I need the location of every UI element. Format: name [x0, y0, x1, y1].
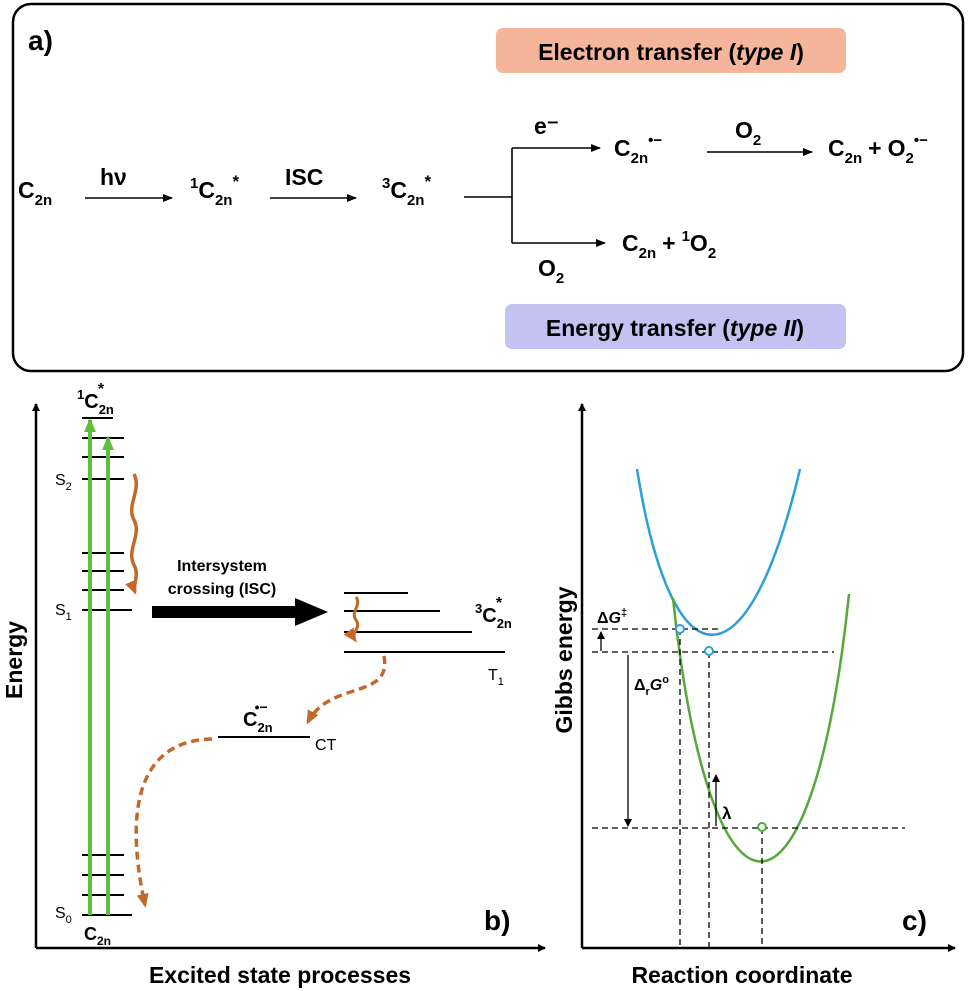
b-ground-label: C2n	[84, 924, 111, 948]
triplet-to-ct-arrow	[306, 655, 387, 725]
type1-badge	[496, 28, 846, 73]
type1-label: Electron transfer (type I)	[538, 39, 804, 65]
panel-c-label: c)	[902, 905, 927, 936]
isc-text-line2: crossing (ISC)	[168, 581, 276, 598]
isc-text-line1: Intersystem	[177, 558, 267, 575]
s1-label: S1	[55, 602, 72, 623]
ct-to-ground-arrow	[134, 737, 213, 908]
c-x-axis-label: Reaction coordinate	[631, 962, 852, 988]
product-curve	[671, 593, 851, 863]
energy-guides	[592, 628, 905, 948]
product-minimum	[757, 822, 767, 832]
b-singlet-label: 1C2n*	[77, 381, 114, 417]
activation-label: ΔG‡	[597, 607, 627, 627]
t1-label: T1	[488, 667, 504, 688]
panel-a: a) Electron transfer (type I) Energy tra…	[11, 2, 965, 373]
isc-label: ISC	[285, 164, 323, 190]
reactant-minimum	[704, 646, 714, 656]
s2-label: S2	[55, 472, 72, 493]
triplet-relaxation-wave	[343, 596, 360, 643]
lambda-label: λ	[722, 804, 732, 823]
isc-big-arrow	[152, 598, 328, 626]
hv-label: hν	[100, 164, 127, 190]
triplet-levels	[344, 592, 505, 653]
crossing-point	[675, 624, 685, 634]
electron-label: e⁻	[534, 113, 559, 139]
panel-c: Gibbs energy Reaction coordinate c) ΔG‡ …	[551, 403, 956, 988]
type2-badge	[505, 304, 846, 349]
panel-b-label: b)	[484, 905, 510, 936]
o2-branch-label: O2	[538, 255, 564, 287]
radical-anion-species: C2n•−	[614, 132, 662, 167]
singlet-excited-species: 1C2n*	[190, 172, 239, 209]
o2-arrow-label: O2	[735, 117, 761, 149]
c-y-axis-label: Gibbs energy	[551, 586, 577, 733]
c2n-ground-species: C2n	[18, 177, 52, 209]
singlet-relaxation-wave	[125, 473, 139, 595]
panel-b: Energy Excited state processes b) 1C2n* …	[1, 381, 546, 988]
b-radical-anion-label: C2n•−	[243, 699, 273, 735]
singlet-oxygen-product: C2n+1O2	[622, 228, 716, 262]
reaction-energy-label: ΔrGo	[634, 674, 669, 698]
triplet-excited-species: 3C2n*	[382, 172, 431, 209]
b-x-axis-label: Excited state processes	[149, 962, 411, 988]
ct-label: CT	[315, 737, 337, 754]
superoxide-product: C2n+O2•−	[828, 132, 928, 167]
panel-a-label: a)	[28, 25, 53, 56]
b-triplet-label: 3C2n*	[475, 595, 512, 631]
reactant-curve	[635, 468, 802, 636]
panel-a-frame	[11, 2, 965, 373]
type2-label: Energy transfer (type II)	[546, 315, 804, 341]
s0-label: S0	[55, 905, 72, 926]
b-y-axis-label: Energy	[1, 621, 27, 699]
